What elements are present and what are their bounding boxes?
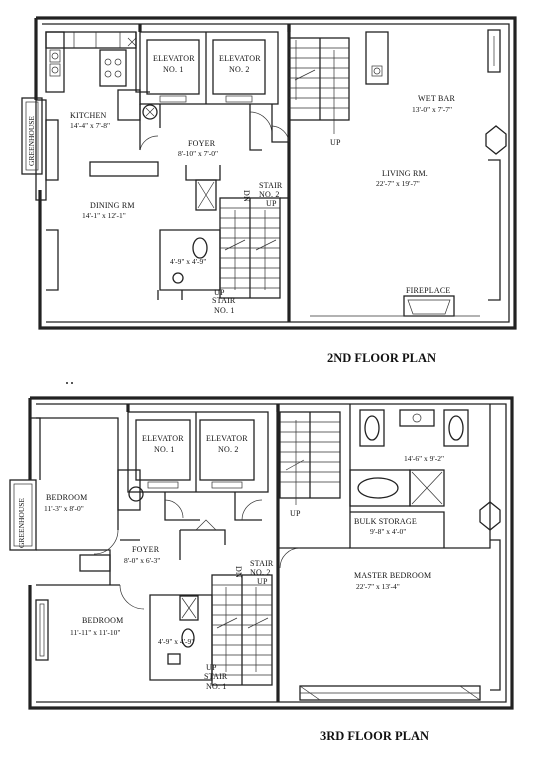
floor-3-foyer-walls — [120, 519, 226, 681]
floor-2-elevator-2-number: NO. 2 — [229, 65, 250, 74]
dining-room-label: DINING RM — [90, 201, 135, 210]
floor-3-stair-1-label: STAIR — [204, 672, 228, 681]
floor-3-bath-dimensions: 4'-9" x 4'-9" — [158, 637, 194, 646]
fireplace-label: FIREPLACE — [406, 286, 450, 295]
floor-3-elevator-2-number: NO. 2 — [218, 445, 239, 454]
floor-3-stair-2-up-label: UP — [257, 577, 268, 586]
floor-3-elevator-1-number: NO. 1 — [154, 445, 175, 454]
floor-3-stair-1-number: NO. 1 — [206, 682, 227, 691]
floor-2-stair-2-number: NO. 2 — [259, 190, 280, 199]
floor-2-foyer-walls — [46, 104, 290, 300]
floor-2-stair-1-label: STAIR — [212, 296, 236, 305]
wet-bar-label: WET BAR — [418, 94, 455, 103]
floor-2-elevator-2-label: ELEVATOR — [219, 54, 261, 63]
kitchen-dimensions: 14'-4" x 7'-8" — [70, 121, 110, 130]
bedroom-a-label: BEDROOM — [46, 493, 87, 502]
wet-bar-dimensions: 13'-0" x 7'-7" — [412, 105, 452, 114]
floor-2-foyer-dimensions: 8'-10" x 7'-0" — [178, 149, 218, 158]
floor-3-exterior-walls — [9, 396, 514, 710]
floor-2-stair-2-label: STAIR — [259, 181, 283, 190]
floor-2-bath-dimensions: 4'-9" x 4'-9" — [170, 257, 206, 266]
floor-3-elevator-2-label: ELEVATOR — [206, 434, 248, 443]
floor-3-labels: ELEVATOR NO. 1 ELEVATOR NO. 2 GREENHOUSE… — [17, 434, 444, 743]
bedroom-b-dimensions: 11'-11" x 11'-10" — [70, 628, 121, 637]
living-room-dimensions: 22'-7" x 19'-7" — [376, 179, 420, 188]
master-bedroom-label: MASTER BEDROOM — [354, 571, 431, 580]
floor-2-stair-1-up-label: UP — [214, 288, 225, 297]
bulk-storage-dimensions: 9'-8" x 4'-0" — [370, 527, 406, 536]
floor-2-stairs — [219, 37, 350, 299]
floor-2-elevator-1-number: NO. 1 — [163, 65, 184, 74]
floor-2-foyer-label: FOYER — [188, 139, 216, 148]
floor-3-elevator-1-label: ELEVATOR — [142, 434, 184, 443]
floor-3-bedroom-walls — [30, 417, 145, 661]
master-bedroom-dimensions: 22'-7" x 13'-4" — [356, 582, 400, 591]
bulk-storage-label: BULK STORAGE — [354, 517, 417, 526]
floor-3-title: 3RD FLOOR PLAN — [320, 729, 429, 743]
floor-2-stair-2-up-label: UP — [266, 199, 277, 208]
floor-3-foyer-dimensions: 8'-0" x 6'-3" — [124, 556, 160, 565]
floor-3-stair-2-label: STAIR — [250, 559, 274, 568]
bedroom-b-label: BEDROOM — [82, 616, 123, 625]
floor-2-greenhouse-label: GREENHOUSE — [27, 116, 36, 166]
master-bath-fixtures — [349, 404, 501, 691]
floor-2-labels: ELEVATOR NO. 1 ELEVATOR NO. 2 KITCHEN 14… — [27, 54, 455, 365]
floor-2-plan — [21, 16, 517, 330]
master-bath-dimensions: 14'-6" x 9'-2" — [404, 454, 444, 463]
floor-2-title: 2ND FLOOR PLAN — [327, 351, 436, 365]
kitchen-label: KITCHEN — [70, 111, 107, 120]
floor-3-stair-2-number: NO. 2 — [250, 568, 271, 577]
floor-2-stair-1-number: NO. 1 — [214, 306, 235, 315]
floor-3-elevators — [127, 411, 269, 521]
living-room-fixtures — [295, 29, 507, 317]
dining-room-dimensions: 14'-1" x 12'-1" — [82, 211, 126, 220]
floor-2-elevator-1-label: ELEVATOR — [153, 54, 195, 63]
speck-2 — [71, 382, 73, 384]
floor-3-stair-dn-label: DN — [234, 566, 243, 578]
living-room-label: LIVING RM. — [382, 169, 428, 178]
floor-3-foyer-label: FOYER — [132, 545, 160, 554]
floor-3-stair-1-up-label: UP — [206, 663, 217, 672]
bedroom-a-dimensions: 11'-3" x 8'-0" — [44, 504, 84, 513]
floor-2-stair-up-label: UP — [330, 138, 341, 147]
floor-3-plan — [9, 396, 514, 710]
floor-2-elevators — [139, 31, 279, 120]
floor-3-stair-up-label: UP — [290, 509, 301, 518]
master-bedroom-walls — [278, 547, 481, 701]
kitchen-fixtures — [45, 31, 159, 181]
speck-1 — [66, 382, 68, 384]
floor-2-exterior-walls — [21, 16, 517, 330]
floor-3-stairs — [211, 411, 341, 686]
floor-3-greenhouse-label: GREENHOUSE — [17, 498, 26, 548]
floor-2-stair-dn-label: DN — [242, 190, 251, 202]
